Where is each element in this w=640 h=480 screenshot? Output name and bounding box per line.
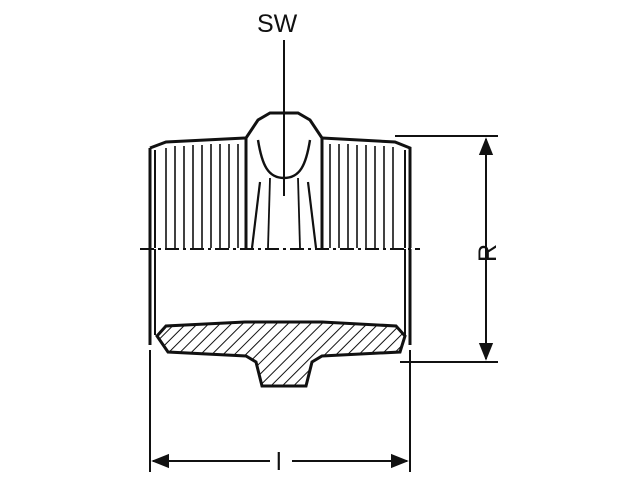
thread-upper-half <box>148 136 412 248</box>
wrench-size-label: SW <box>257 10 298 38</box>
length-label: l <box>276 448 282 476</box>
dimension-thread-size <box>395 135 498 363</box>
hex-body <box>244 111 324 249</box>
section-hatch <box>155 320 407 388</box>
dimension-length <box>149 350 411 472</box>
section-lower-half <box>148 249 412 388</box>
thread-size-label: R <box>474 244 502 262</box>
